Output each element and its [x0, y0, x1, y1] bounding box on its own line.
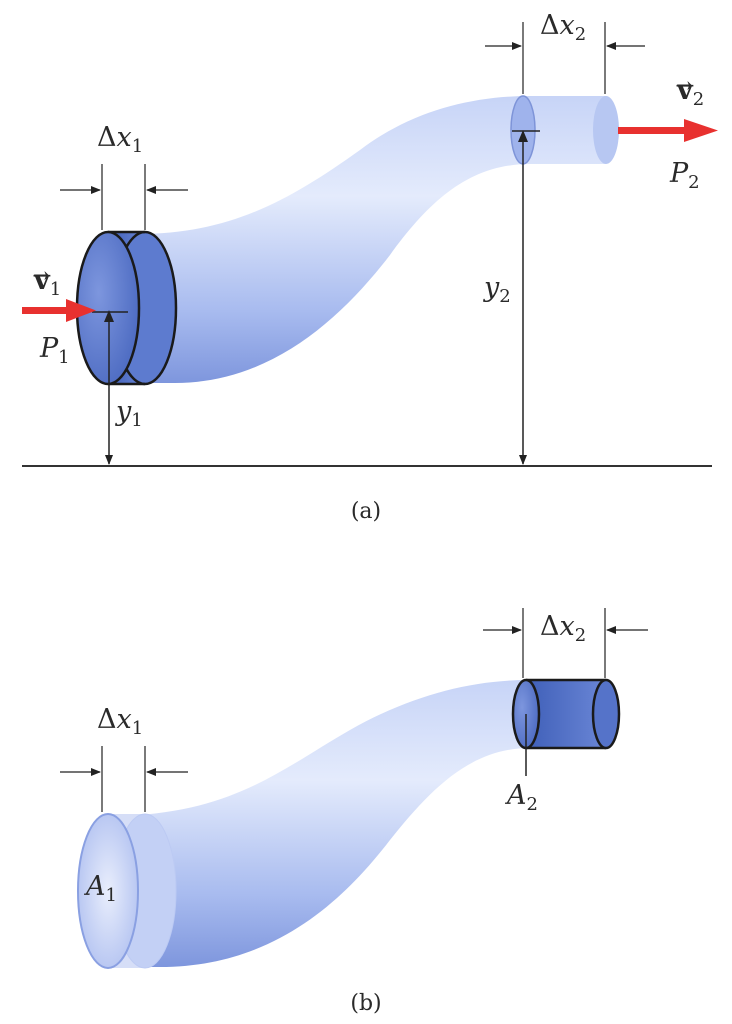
svg-text:→: →	[33, 263, 50, 287]
label-a2: A2	[504, 780, 538, 815]
label-dx1-a: Δx1	[97, 122, 143, 157]
dx1-dimension-a	[60, 164, 188, 230]
y1-dimension-arrow-top	[104, 310, 114, 322]
svg-text:→: →	[676, 73, 693, 97]
label-v2: → v2	[676, 73, 704, 110]
svg-text:v2: v2	[676, 75, 704, 110]
label-p2: P2	[669, 158, 700, 193]
pipe-a-right-end	[593, 96, 619, 164]
velocity-arrow-v2	[618, 119, 718, 142]
label-a1: A1	[83, 871, 117, 906]
caption-a: (a)	[351, 499, 381, 524]
caption-b: (b)	[350, 991, 381, 1016]
label-dx2-a: Δx2	[540, 10, 586, 45]
label-v1: → v1	[33, 263, 61, 300]
velocity-arrow-v1	[22, 299, 96, 322]
label-dx1-b: Δx1	[97, 704, 143, 739]
fluid-slab-a1	[75, 230, 178, 386]
label-dx2-b: Δx2	[540, 611, 586, 646]
fluid-slab-b2	[511, 678, 621, 750]
label-p1: P1	[39, 333, 70, 368]
panel-a: Δx1 Δx2 → v1 → v2 P1 P2 y1 y2 (a)	[22, 10, 718, 524]
label-y1: y1	[115, 396, 143, 431]
label-y2: y2	[483, 272, 511, 307]
pipe-b-open-end	[77, 813, 139, 969]
dx1-dimension-b	[60, 746, 188, 812]
panel-b: Δx1 Δx2 A1 A2 (b)	[60, 608, 648, 1016]
y2-dimension-arrow-top	[518, 130, 528, 142]
dx2-dimension-b	[483, 608, 648, 678]
dx2-dimension-a	[485, 22, 645, 94]
pipe-b-body	[108, 680, 530, 967]
svg-text:v1: v1	[33, 265, 61, 300]
pipe-a-body	[138, 96, 606, 383]
